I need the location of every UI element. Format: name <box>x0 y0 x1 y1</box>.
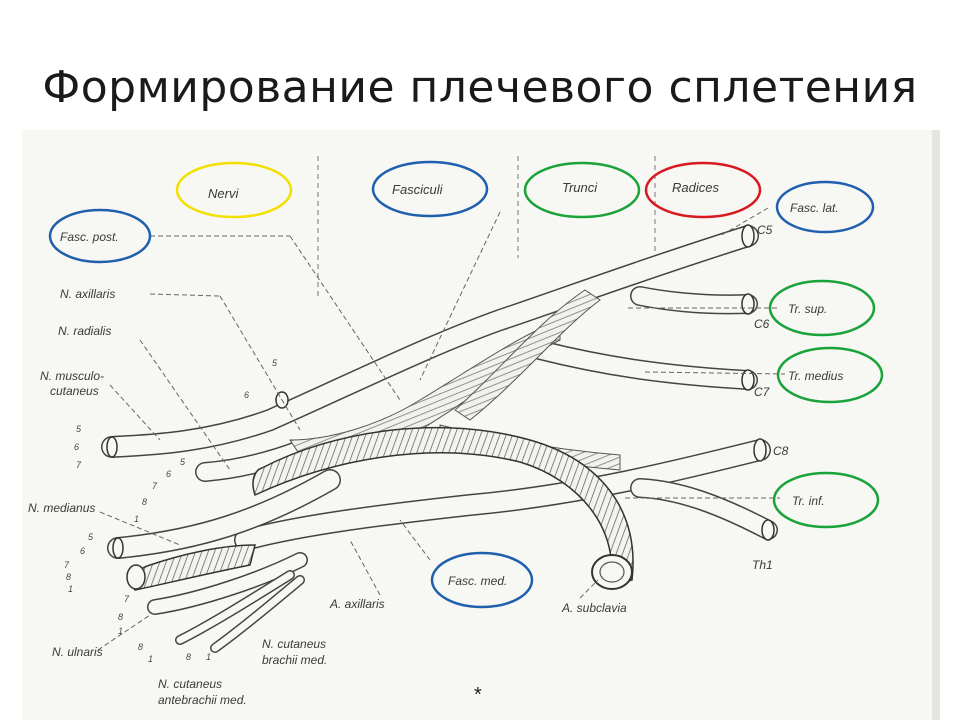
label-fasciculi: Fasciculi <box>392 182 444 197</box>
label-n-medianus: N. medianus <box>28 501 95 515</box>
leader-lines <box>97 207 786 651</box>
label-radices: Radices <box>672 180 719 195</box>
label-n-ulnaris: N. ulnaris <box>52 645 103 659</box>
svg-text:7: 7 <box>64 560 70 570</box>
label-n-cut-brachii-2: brachii med. <box>262 653 327 667</box>
label-a-subclavia: A. subclavia <box>561 601 627 615</box>
label-c7: C7 <box>754 385 771 399</box>
svg-text:6: 6 <box>80 546 85 556</box>
ellipse-fasc-med <box>430 551 534 609</box>
svg-text:6: 6 <box>74 442 79 452</box>
subclavian-artery <box>126 426 634 591</box>
svg-text:8: 8 <box>186 652 191 662</box>
svg-text:1: 1 <box>118 626 123 636</box>
label-trunci: Trunci <box>562 180 598 195</box>
label-fasc-lat: Fasc. lat. <box>790 201 839 215</box>
label-fasc-post: Fasc. post. <box>60 230 119 244</box>
label-n-cut-antebrachii-2: antebrachii med. <box>158 693 247 707</box>
ellipse-tr-medius <box>776 346 884 404</box>
svg-text:7: 7 <box>152 481 158 491</box>
label-n-axillaris: N. axillaris <box>60 287 115 301</box>
svg-text:5: 5 <box>76 424 82 434</box>
svg-text:1: 1 <box>134 514 139 524</box>
label-fasc-med: Fasc. med. <box>448 574 507 588</box>
label-n-musculo-2: cutaneus <box>50 384 99 398</box>
ellipse-radices <box>644 161 762 219</box>
label-n-cut-antebrachii-1: N. cutaneus <box>158 677 222 691</box>
label-th1: Th1 <box>752 558 773 572</box>
svg-text:8: 8 <box>142 497 147 507</box>
label-n-radialis: N. radialis <box>58 324 111 338</box>
label-nervi: Nervi <box>208 186 239 201</box>
svg-text:8: 8 <box>66 572 71 582</box>
label-c6: C6 <box>754 317 770 331</box>
label-c5: C5 <box>757 223 773 237</box>
root-ends <box>106 224 775 559</box>
ellipse-tr-sup <box>768 279 876 337</box>
svg-text:7: 7 <box>124 594 130 604</box>
column-dividers <box>317 156 656 300</box>
footnote-asterisk: * <box>474 684 482 706</box>
anatomical-figure <box>22 130 940 720</box>
svg-text:5: 5 <box>88 532 94 542</box>
ellipse-fasc-post <box>48 208 152 264</box>
ellipse-trunci <box>523 161 641 219</box>
svg-text:8: 8 <box>138 642 143 652</box>
label-tr-inf: Tr. inf. <box>792 494 825 508</box>
label-c8: C8 <box>773 444 789 458</box>
svg-text:1: 1 <box>206 652 211 662</box>
nerve-cords <box>101 225 778 653</box>
ellipse-nervi <box>175 161 293 219</box>
svg-text:5: 5 <box>180 457 186 467</box>
svg-text:6: 6 <box>166 469 171 479</box>
label-tr-medius: Tr. medius <box>788 369 843 383</box>
ellipse-fasc-lat <box>775 180 875 234</box>
svg-text:6: 6 <box>244 390 249 400</box>
svg-text:1: 1 <box>68 584 73 594</box>
label-n-cut-brachii-1: N. cutaneus <box>262 637 326 651</box>
svg-text:1: 1 <box>148 654 153 664</box>
label-n-musculo-1: N. musculo- <box>40 369 104 383</box>
svg-text:5: 5 <box>272 358 278 368</box>
ellipse-fasciculi <box>371 160 489 218</box>
slide-title: Формирование плечевого сплетения <box>42 62 918 113</box>
figure-edge <box>932 130 940 720</box>
label-a-axillaris: A. axillaris <box>329 597 385 611</box>
svg-text:8: 8 <box>118 612 123 622</box>
label-tr-sup: Tr. sup. <box>788 302 827 316</box>
ellipse-tr-inf <box>772 471 880 529</box>
highlight-ellipses <box>48 160 884 609</box>
segment-numbers: 5 6 5 6 7 5 6 7 8 1 5 6 7 8 1 7 8 1 8 1 … <box>64 358 278 664</box>
svg-text:7: 7 <box>76 460 82 470</box>
